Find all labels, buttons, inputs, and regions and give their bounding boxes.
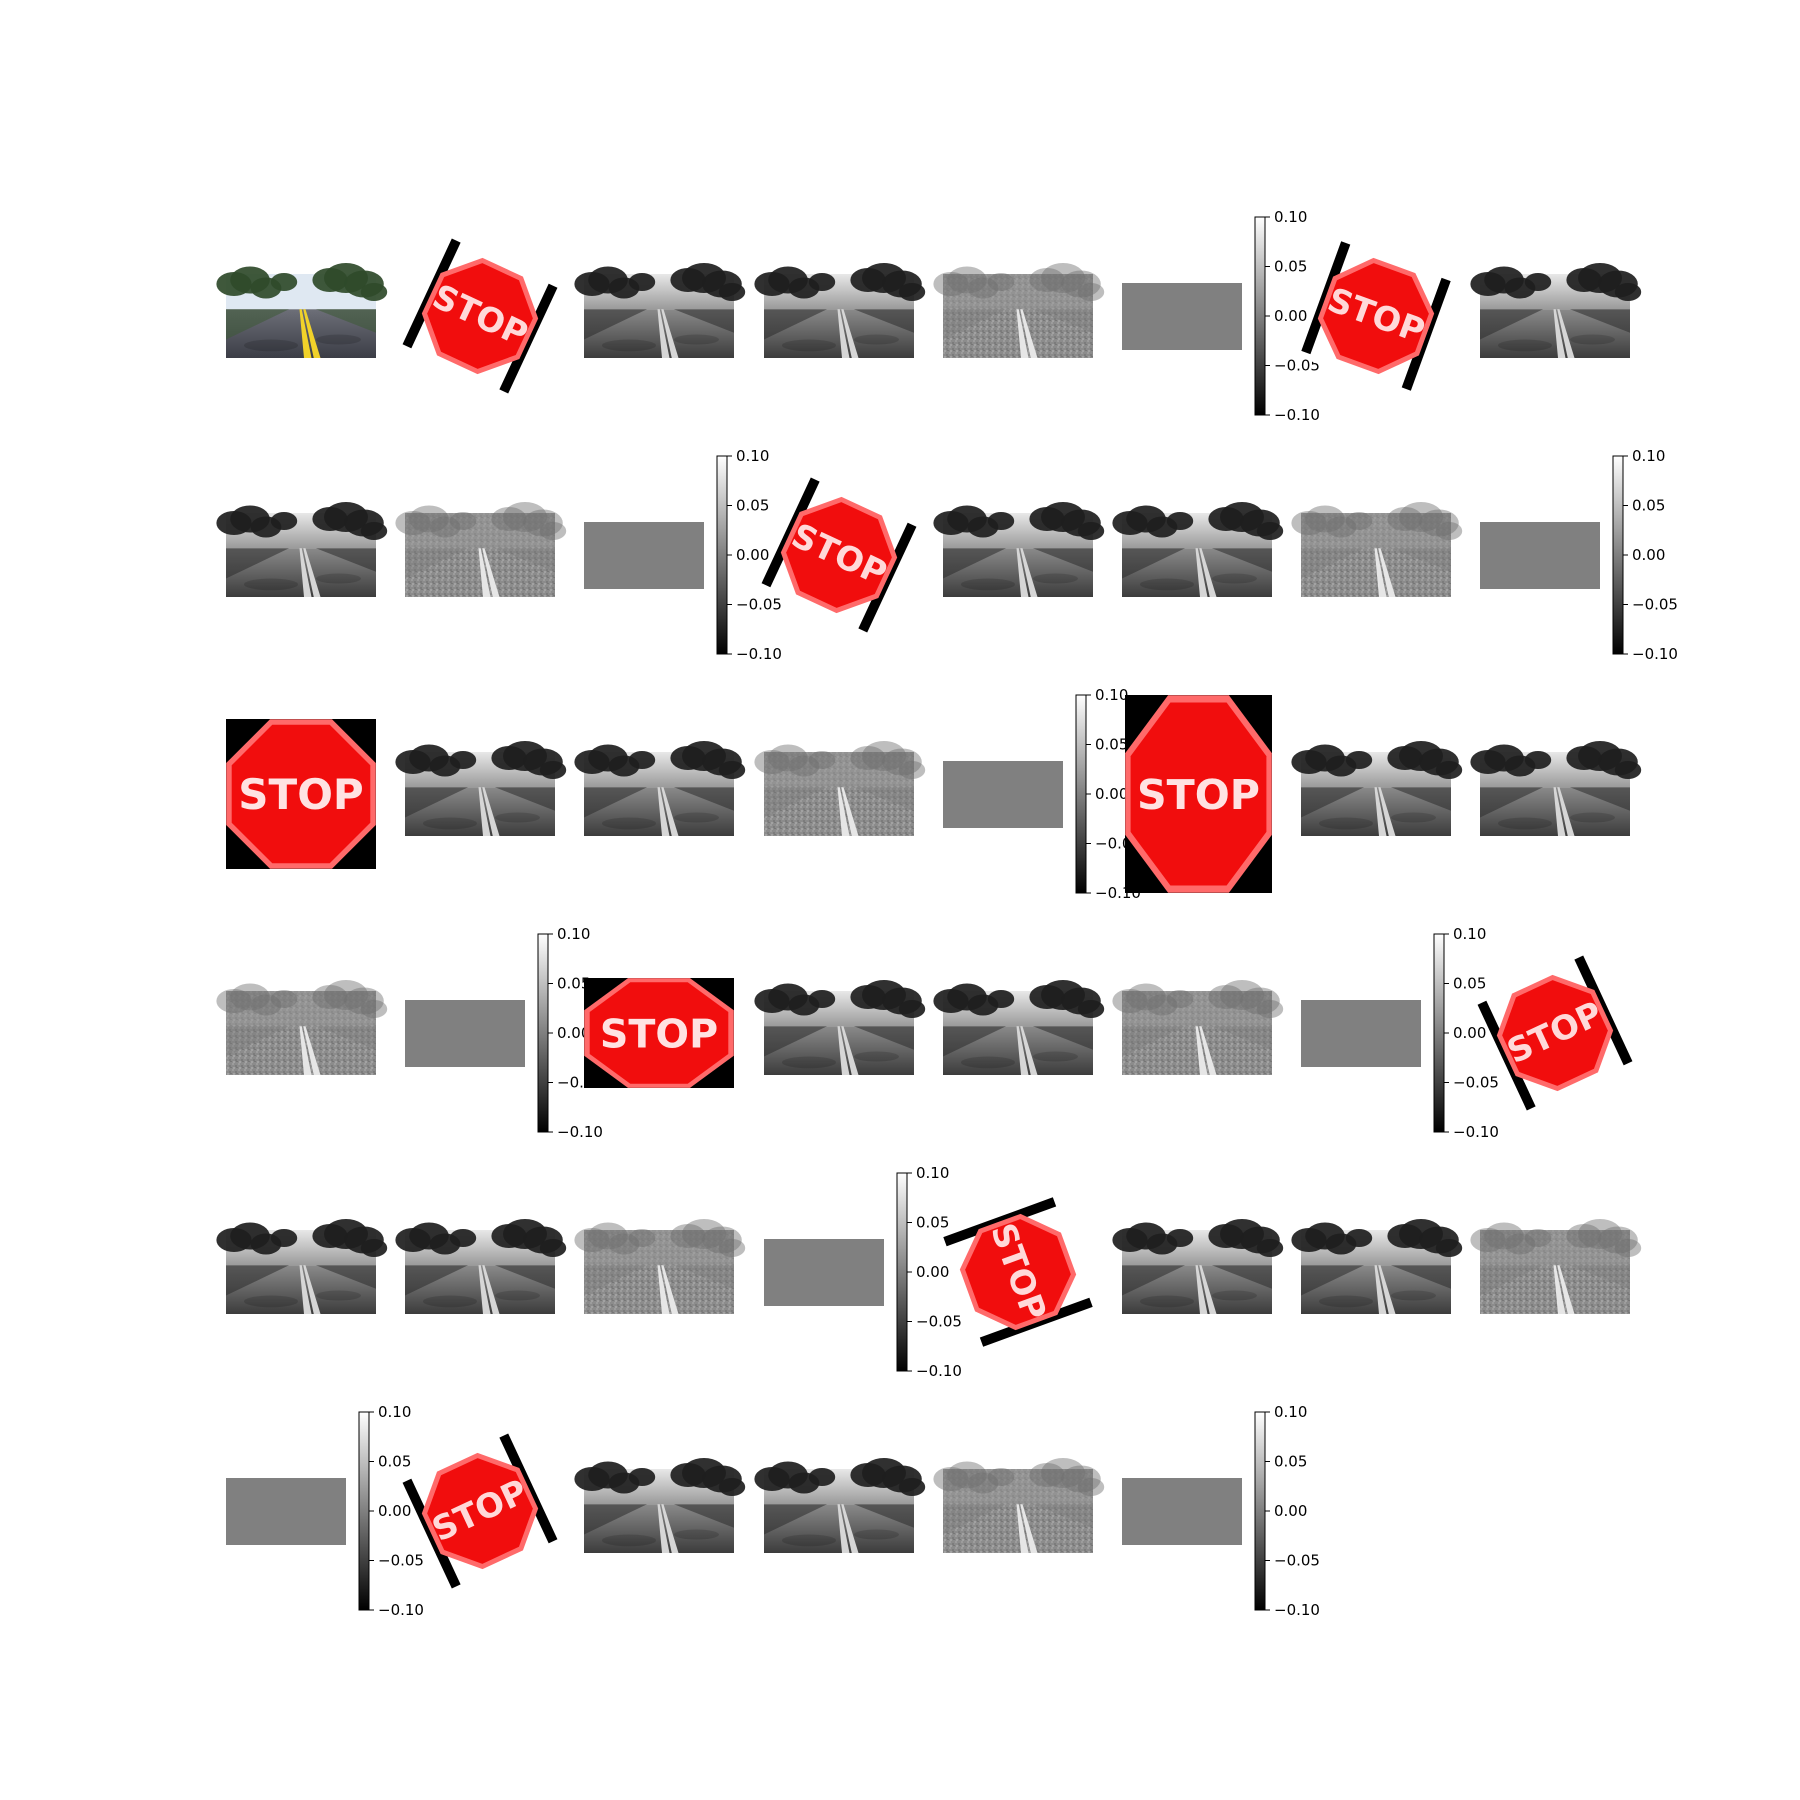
stop-sign-image: STOP (402, 1431, 558, 1591)
colorbar-tick-label: 0.00 (736, 546, 769, 564)
stop-sign-text: STOP (1137, 771, 1260, 819)
colorbar-tick-label: 0.05 (1453, 975, 1486, 993)
road-image (753, 1458, 925, 1553)
colorbar-tick-label: 0.05 (736, 497, 769, 515)
colorbar-tick-label: 0.05 (378, 1453, 411, 1471)
road-image (1470, 741, 1642, 836)
colorbar-tick-label: 0.10 (1632, 447, 1665, 465)
road-image (216, 980, 388, 1075)
colorbar-tick-label: 0.10 (378, 1403, 411, 1421)
road-image (1291, 502, 1463, 597)
road-image (216, 502, 388, 597)
stop-sign-image: STOP (584, 978, 735, 1088)
road-image (216, 1219, 388, 1314)
colorbar-tick-label: 0.10 (916, 1164, 949, 1182)
colorbar-tick-label: 0.00 (1095, 785, 1128, 803)
colorbar-tick-label: −0.10 (1274, 1601, 1320, 1619)
stop-sign-image: STOP (226, 719, 376, 869)
road-image (574, 741, 746, 836)
colorbar-tick-label: 0.00 (916, 1263, 949, 1281)
road-image (933, 980, 1104, 1075)
stop-sign-text: STOP (238, 770, 363, 819)
colorbar: 0.10 0.05 0.00 −0.05 −0.10 (1254, 208, 1320, 424)
flat-gray-map (942, 760, 1063, 828)
colorbar-tick-label: −0.05 (736, 596, 782, 614)
colorbar: 0.10 0.05 0.00 −0.05 −0.10 (716, 447, 782, 663)
colorbar-tick-label: 0.10 (1274, 208, 1307, 226)
stop-sign-text: STOP (600, 1011, 718, 1057)
stop-sign-image: STOP (940, 1197, 1096, 1347)
road-image (1291, 741, 1463, 836)
road-image (933, 502, 1104, 597)
colorbar: 0.10 0.05 0.00 −0.05 −0.10 (1433, 925, 1499, 1141)
colorbar-tick-label: 0.00 (1274, 307, 1307, 325)
stop-sign-image: STOP (402, 236, 558, 396)
colorbar-tick-label: 0.10 (736, 447, 769, 465)
road-image (216, 263, 388, 358)
road-image (1112, 1219, 1284, 1314)
colorbar-tick-label: 0.10 (557, 925, 590, 943)
colorbar-tick-label: 0.10 (1095, 686, 1128, 704)
road-image (933, 1458, 1104, 1553)
colorbar-tick-label: −0.10 (1632, 645, 1678, 663)
colorbar-tick-label: −0.05 (378, 1552, 424, 1570)
colorbar-tick-label: −0.10 (736, 645, 782, 663)
colorbar-tick-label: 0.05 (1632, 497, 1665, 515)
colorbar: 0.10 0.05 0.00 −0.05 −0.10 (358, 1403, 424, 1619)
road-image (1112, 502, 1284, 597)
colorbar-tick-label: 0.05 (916, 1214, 949, 1232)
colorbar-tick-label: −0.10 (1274, 406, 1320, 424)
colorbar-tick-label: −0.05 (1453, 1074, 1499, 1092)
colorbar-tick-label: 0.00 (1453, 1024, 1486, 1042)
colorbar-tick-label: −0.05 (1632, 596, 1678, 614)
colorbar-tick-label: −0.10 (378, 1601, 424, 1619)
road-image (395, 502, 567, 597)
colorbar-tick-label: −0.05 (1274, 1552, 1320, 1570)
road-image (1112, 980, 1284, 1075)
flat-gray-map (405, 999, 526, 1067)
road-image (395, 741, 567, 836)
road-image (395, 1219, 567, 1314)
road-image (753, 263, 925, 358)
colorbar-tick-label: 0.00 (1274, 1502, 1307, 1520)
flat-gray-map (226, 1477, 346, 1545)
road-image (1470, 263, 1642, 358)
flat-gray-map (763, 1238, 884, 1306)
road-image (574, 1458, 746, 1553)
road-image (1291, 1219, 1463, 1314)
road-image (753, 741, 925, 836)
colorbar-tick-label: −0.10 (1453, 1123, 1499, 1141)
colorbar-tick-label: 0.10 (1453, 925, 1486, 943)
colorbar-tick-label: −0.10 (557, 1123, 603, 1141)
stop-sign-image: STOP (1477, 953, 1633, 1113)
colorbar-tick-label: 0.05 (1274, 258, 1307, 276)
flat-gray-map (1301, 999, 1422, 1067)
colorbar-tick-label: 0.10 (1274, 1403, 1307, 1421)
colorbar-tick-label: −0.05 (916, 1313, 962, 1331)
colorbar: 0.10 0.05 0.00 −0.05 −0.10 (1612, 447, 1678, 663)
flat-gray-map (1122, 1477, 1242, 1545)
stop-sign-image: STOP (1301, 238, 1451, 394)
flat-gray-map (1480, 521, 1601, 589)
stop-sign-image: STOP (1125, 695, 1272, 893)
road-image (933, 263, 1104, 358)
colorbar-tick-label: −0.05 (1274, 357, 1320, 375)
colorbar-tick-label: 0.00 (378, 1502, 411, 1520)
colorbar: 0.10 0.05 0.00 −0.05 −0.10 (896, 1164, 962, 1380)
road-image (574, 263, 746, 358)
flat-gray-map (584, 521, 705, 589)
colorbar-tick-label: 0.05 (557, 975, 590, 993)
road-image (753, 980, 925, 1075)
colorbar-tick-label: −0.10 (916, 1362, 962, 1380)
colorbar-tick-label: 0.00 (1632, 546, 1665, 564)
road-image (1470, 1219, 1642, 1314)
stop-sign-image: STOP (761, 475, 917, 635)
road-image (574, 1219, 746, 1314)
colorbar-tick-label: 0.05 (1095, 736, 1128, 754)
colorbar-tick-label: 0.05 (1274, 1453, 1307, 1471)
flat-gray-map (1122, 282, 1242, 350)
colorbar: 0.10 0.05 0.00 −0.05 −0.10 (1254, 1403, 1320, 1619)
colorbar-tick-label: 0.00 (557, 1024, 590, 1042)
